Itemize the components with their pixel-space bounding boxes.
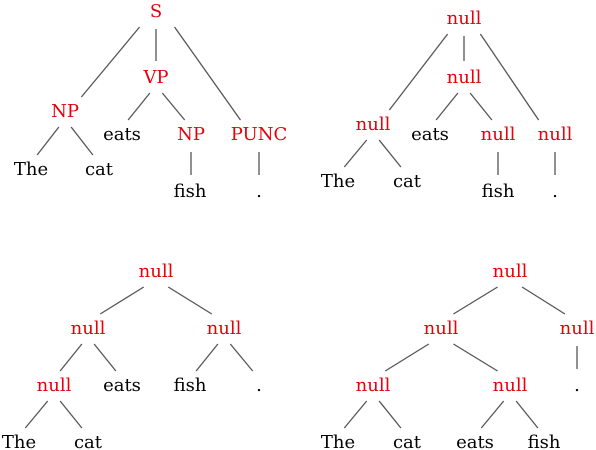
tree-edge <box>378 139 402 168</box>
tree-edge <box>453 343 498 372</box>
tree-edge <box>521 286 566 315</box>
tree-edge <box>70 126 94 156</box>
word-fish-t3: fish <box>174 375 207 396</box>
word-eats-t1: eats <box>103 124 141 145</box>
node-vp-t1: VP <box>142 67 168 88</box>
node-null-t4: null <box>424 318 459 339</box>
word-eats-t2: eats <box>411 124 449 145</box>
tree-edge <box>80 26 141 98</box>
node-s-t1: S <box>150 1 162 22</box>
word-eats-t3: eats <box>103 375 141 396</box>
word-eats-t4: eats <box>456 432 494 450</box>
tree-edge <box>229 343 254 372</box>
tree-edge <box>161 92 186 121</box>
word-cat-t4: cat <box>393 432 422 450</box>
word-cat-t2: cat <box>393 171 422 192</box>
word-period-t1: . <box>256 181 262 202</box>
tree-edge <box>479 33 540 121</box>
word-period-t4: . <box>574 375 580 396</box>
node-null-t2: null <box>481 124 516 145</box>
tree-edge <box>384 343 430 372</box>
word-the-t3: The <box>2 432 36 450</box>
tree-edge <box>388 33 449 111</box>
node-null-t2: null <box>447 67 482 88</box>
tree-edge <box>93 343 117 372</box>
node-null-t2: null <box>538 124 573 145</box>
tree-edge <box>378 400 402 429</box>
tree-edge <box>59 343 83 372</box>
node-np-t1: NP <box>51 101 79 122</box>
word-period-t2: . <box>552 181 558 202</box>
tree-edge <box>127 92 151 121</box>
tree-edge <box>469 92 493 121</box>
tree-edge <box>343 139 368 168</box>
node-null-t3: null <box>37 375 72 396</box>
node-null-t2: null <box>356 114 391 135</box>
tree-edge <box>343 400 368 429</box>
word-cat-t3: cat <box>74 432 103 450</box>
tree-edge <box>480 400 505 429</box>
node-punc-t1: PUNC <box>231 124 288 145</box>
node-null-t4: null <box>560 318 595 339</box>
word-the-t2: The <box>321 171 355 192</box>
tree-edge <box>59 400 83 429</box>
tree-edge <box>24 400 49 429</box>
word-the-t4: The <box>321 432 355 450</box>
node-null-t4: null <box>356 375 391 396</box>
node-null-t3: null <box>139 261 174 282</box>
node-null-t3: null <box>207 318 242 339</box>
tree-edge <box>167 286 213 315</box>
tree-edge <box>515 400 539 429</box>
tree-edge <box>453 286 498 315</box>
word-fish-t1: fish <box>174 181 207 202</box>
node-null-t4: null <box>493 375 528 396</box>
word-fish-t2: fish <box>482 181 515 202</box>
tree-edge <box>435 92 459 121</box>
word-period-t3: . <box>256 375 262 396</box>
word-the-t1: The <box>14 159 48 180</box>
edges-layer <box>24 26 578 429</box>
tree-edge <box>99 286 145 315</box>
tree-edge <box>195 343 219 372</box>
node-null-t4: null <box>493 261 528 282</box>
tree-edge <box>36 126 60 156</box>
word-cat-t1: cat <box>85 159 114 180</box>
word-fish-t4: fish <box>528 432 561 450</box>
tree-edge <box>174 26 241 121</box>
node-np-t1: NP <box>177 124 205 145</box>
node-null-t2: null <box>447 8 482 29</box>
node-null-t3: null <box>71 318 106 339</box>
